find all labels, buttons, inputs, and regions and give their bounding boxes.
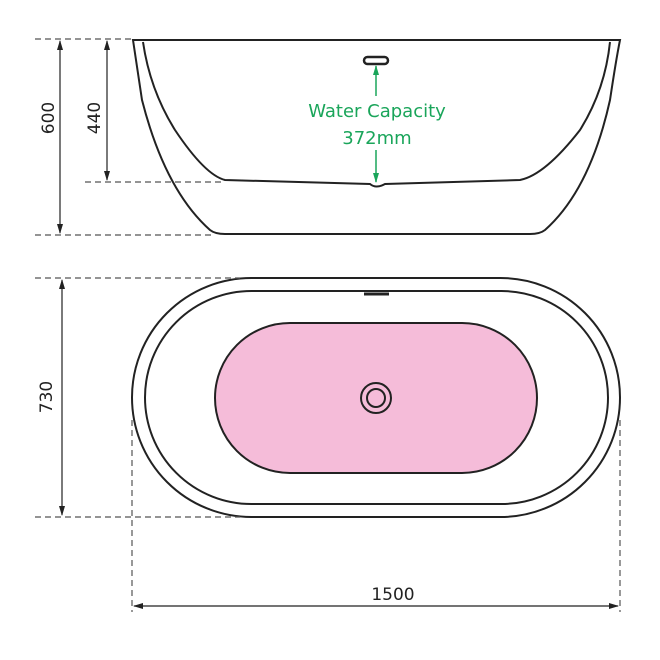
tub-outer-profile	[131, 39, 622, 235]
drain-inner	[366, 388, 386, 408]
length-dimension	[131, 420, 621, 612]
length-label: 1500	[371, 585, 414, 605]
depth-label: 440	[85, 102, 105, 134]
side-view	[131, 39, 622, 235]
tub-inner-profile	[142, 41, 611, 188]
water-capacity-value: 372mm	[342, 128, 411, 149]
width-dimension	[35, 277, 240, 518]
top-view	[131, 277, 621, 518]
overflow-slot	[362, 55, 390, 66]
tub-inner-rim	[144, 290, 609, 505]
tub-outer-rim	[131, 277, 621, 518]
drain-outer	[360, 382, 392, 414]
height-dimension	[35, 38, 225, 236]
height-label: 600	[39, 102, 59, 134]
basin-area	[214, 322, 538, 474]
width-label: 730	[37, 381, 57, 413]
water-capacity-label: Water Capacity	[308, 101, 446, 122]
